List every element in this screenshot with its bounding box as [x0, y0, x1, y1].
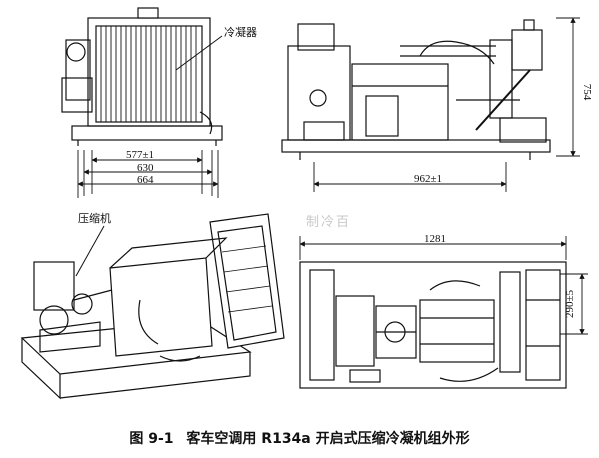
isometric-view — [20, 213, 285, 400]
side-dimensions — [313, 17, 580, 192]
plan-view — [299, 261, 567, 389]
figure-number: 图 9-1 — [129, 431, 174, 447]
dim-754: 754 — [581, 84, 593, 101]
figure-title: 客车空调用 R134a 开启式压缩冷凝机组外形 — [186, 431, 470, 447]
front-dimensions — [77, 150, 219, 198]
dim-577: 577±1 — [126, 149, 154, 161]
dim-290: 290±5 — [564, 289, 576, 318]
side-view — [281, 19, 551, 160]
dim-664: 664 — [137, 174, 154, 186]
condenser-label: 冷凝器 — [224, 25, 257, 39]
figure-caption: 图 9-1 客车空调用 R134a 开启式压缩冷凝机组外形 — [0, 428, 599, 448]
condenser-leader — [175, 35, 223, 71]
front-view — [61, 7, 223, 146]
compressor-leader — [75, 225, 105, 277]
unit-outline-drawing: 冷凝器 577±1 630 664 754 — [20, 7, 593, 400]
dim-630: 630 — [137, 162, 154, 174]
dim-962: 962±1 — [414, 173, 442, 185]
dim-1281: 1281 — [424, 233, 446, 245]
watermark-text: 制冷百 — [306, 215, 351, 230]
compressor-label: 压缩机 — [78, 211, 111, 225]
plan-dimensions — [299, 236, 588, 335]
